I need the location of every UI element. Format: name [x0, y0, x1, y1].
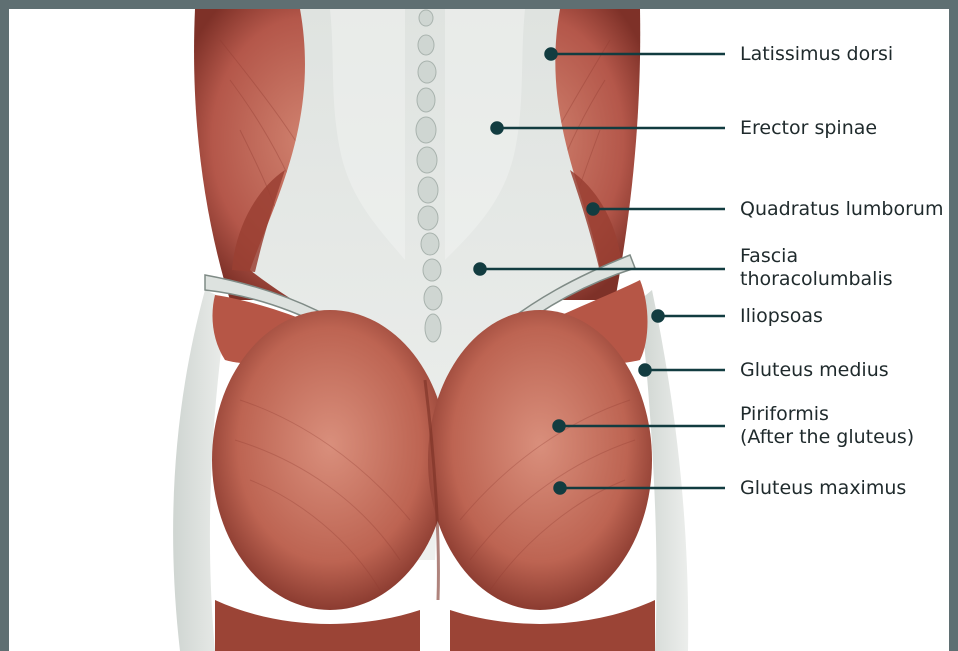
label-fascia-thoracolumbalis: Fascia thoracolumbalis	[740, 245, 893, 291]
label-erector-spinae: Erector spinae	[740, 117, 877, 140]
label-piriformis-line2: (After the gluteus)	[740, 426, 914, 449]
label-gluteus-medius: Gluteus medius	[740, 359, 889, 382]
label-gluteus-maximus: Gluteus maximus	[740, 477, 906, 500]
marker-iliopsoas	[653, 311, 664, 322]
marker-gluteus-maximus	[555, 483, 566, 494]
label-fascia-line1: Fascia	[740, 245, 893, 268]
marker-gluteus-medius	[640, 365, 651, 376]
label-fascia-line2: thoracolumbalis	[740, 268, 893, 291]
label-piriformis: Piriformis (After the gluteus)	[740, 403, 914, 449]
label-iliopsoas: Iliopsoas	[740, 305, 823, 328]
marker-piriformis	[554, 421, 565, 432]
gluteus-maximus-right	[428, 310, 652, 610]
marker-fascia	[475, 264, 486, 275]
label-latissimus-dorsi: Latissimus dorsi	[740, 43, 893, 66]
marker-erector	[492, 123, 503, 134]
label-quadratus-lumborum: Quadratus lumborum	[740, 198, 943, 221]
marker-latissimus	[546, 49, 557, 60]
gluteus-maximus-left	[212, 310, 448, 610]
label-piriformis-line1: Piriformis	[740, 403, 914, 426]
marker-quadratus	[588, 204, 599, 215]
